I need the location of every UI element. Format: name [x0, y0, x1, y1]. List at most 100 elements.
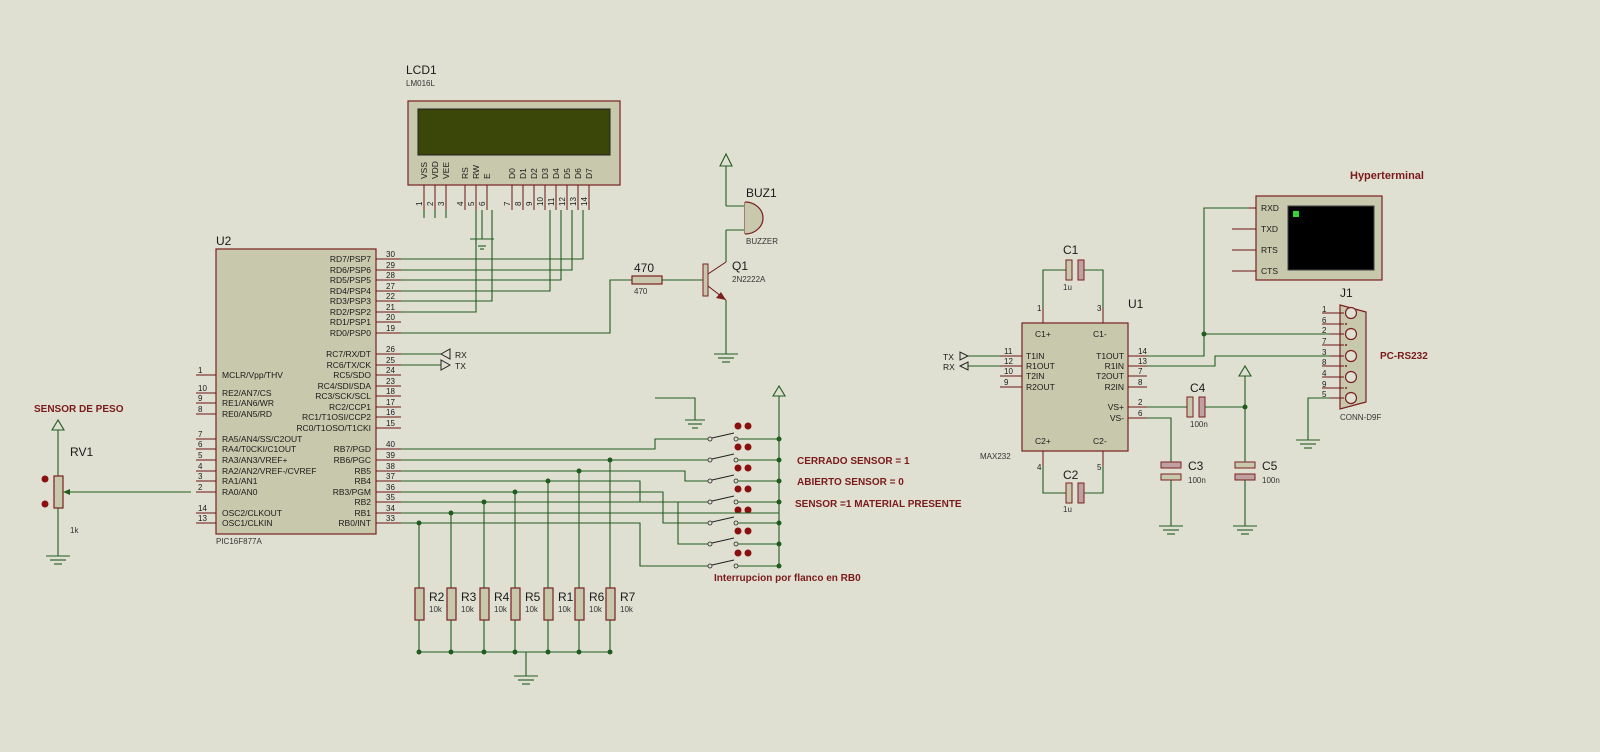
terminal-pin-name: TXD [1261, 224, 1278, 234]
buzzer-body [744, 201, 764, 235]
note-open: ABIERTO SENSOR = 0 [797, 477, 904, 488]
switch-contact [707, 478, 713, 484]
pulldown-ref: R6 [589, 590, 605, 604]
lcd-ref: LCD1 [406, 63, 437, 77]
pulldown-ref: R2 [429, 590, 445, 604]
pulldown-value: 10k [589, 605, 603, 614]
mcu-right-pin-number: 30 [386, 250, 395, 259]
mcu-right-pin-number: 33 [386, 514, 395, 523]
max-right-pin-number: 7 [1138, 367, 1143, 376]
lcd-pin-number: 8 [514, 201, 523, 206]
switch-lever [711, 453, 735, 460]
transistor-part: 2N2222A [732, 275, 766, 284]
lcd-pin-number: 6 [478, 201, 487, 206]
pulldown-resistor [574, 587, 585, 621]
mcu-right-pins: 30RD7/PSP729RD6/PSP628RD5/PSP527RD4/PSP4… [296, 250, 401, 528]
mcu-right-pin-name: RC4/SDI/SDA [318, 381, 372, 391]
mcu-right-pin-name: RC6/TX/CK [327, 360, 372, 370]
pulldown-value: 10k [558, 605, 572, 614]
c3-plate-a [1160, 461, 1182, 469]
terminal-pin-name: RXD [1261, 203, 1279, 213]
terminal-screen [1287, 205, 1375, 271]
mcu-left-pin-name: RE0/AN5/RD [222, 409, 272, 419]
mcu-right-pin-name: RB7/PGD [334, 444, 371, 454]
lcd-pin-name: VEE [441, 162, 451, 179]
max-bottom-pin-name: C2+ [1035, 436, 1051, 446]
switch-contact [733, 457, 739, 463]
mcu-left-pin-number: 13 [198, 514, 207, 523]
junction-dot [448, 649, 454, 655]
pulldown-resistor [510, 587, 521, 621]
switch-button [734, 443, 742, 451]
pot-title: SENSOR DE PESO [34, 404, 124, 415]
switch-button [734, 506, 742, 514]
mcu-left-pin-number: 9 [198, 394, 203, 403]
mcu-left-pin-name: RE1/AN6/WR [222, 398, 274, 408]
mcu-right-pin-number: 20 [386, 313, 395, 322]
lcd-pin-number: 10 [536, 197, 545, 206]
lcd-pin-number: 5 [467, 201, 476, 206]
switch-lever [711, 537, 735, 544]
mcu-left-pin-number: 10 [198, 384, 207, 393]
mcu-right-pin-name: RC1/T1OSI/CCP2 [302, 412, 371, 422]
mcu-ref: U2 [216, 234, 232, 248]
mcu-body [215, 248, 377, 535]
max-left-pin-name: R2OUT [1026, 382, 1055, 392]
switch-lever [711, 495, 735, 502]
max-right-pin-number: 6 [1138, 409, 1143, 418]
lcd-module[interactable]: LCD1 LM016L VSS1VDD2VEE3RS4RW5E6D07D18D2… [406, 63, 621, 210]
weight-sensor-pot[interactable]: SENSOR DE PESO RV1 1k [34, 404, 191, 565]
pulldown-ref: R3 [461, 590, 477, 604]
junction-dot [776, 436, 782, 442]
max-top-pin-number: 3 [1097, 304, 1102, 313]
pulldown-ref: R5 [525, 590, 541, 604]
junction-dot [416, 649, 422, 655]
mcu-right-pin-number: 35 [386, 493, 395, 502]
conn-ref: J1 [1340, 286, 1353, 300]
buzzer-part: BUZZER [746, 237, 778, 246]
base-resistor [631, 275, 663, 285]
max-left-pin-number: 9 [1004, 378, 1009, 387]
lcd-pin-number: 13 [569, 197, 578, 206]
switch-rows [401, 422, 782, 569]
junction-dot [776, 499, 782, 505]
mcu-right-pin-number: 15 [386, 419, 395, 428]
switch-lever [711, 516, 735, 523]
c2-plate-a [1065, 482, 1073, 504]
buzzer-driver[interactable]: 470 470 Q1 2N2222A BUZ1 BUZZER [401, 152, 778, 363]
mcu-right-pin-number: 36 [386, 483, 395, 492]
max232-ref: U1 [1128, 297, 1144, 311]
lcd-screen [417, 108, 611, 156]
mcu-left-pin-number: 7 [198, 430, 203, 439]
mcu-right-pin-number: 23 [386, 377, 395, 386]
lcd-pin-number: 7 [503, 201, 512, 206]
mcu-right-pin-number: 16 [386, 408, 395, 417]
c3-plate-b [1160, 473, 1182, 481]
mcu-right-pin-number: 26 [386, 345, 395, 354]
db9-pin-number: 3 [1322, 348, 1327, 357]
c1-value: 1u [1063, 283, 1072, 292]
mcu-left-pin-name: RA3/AN3/VREF+ [222, 455, 287, 465]
tx-net-label: TX [455, 361, 466, 371]
lcd-pin-name: D5 [562, 168, 572, 179]
lcd-pin-name: VSS [419, 162, 429, 179]
base-resistor-value: 470 [634, 287, 648, 296]
lcd-pin-name: RS [460, 167, 470, 179]
mcu-right-pin-number: 19 [386, 324, 395, 333]
junction-dot [776, 478, 782, 484]
max-bottom-pin-number: 4 [1037, 463, 1042, 472]
pulldown-value: 10k [525, 605, 539, 614]
db9-pin-number: 1 [1322, 305, 1327, 314]
port-b-wire [401, 501, 708, 545]
junction-dot [512, 649, 518, 655]
max-right-pin-number: 13 [1138, 357, 1147, 366]
